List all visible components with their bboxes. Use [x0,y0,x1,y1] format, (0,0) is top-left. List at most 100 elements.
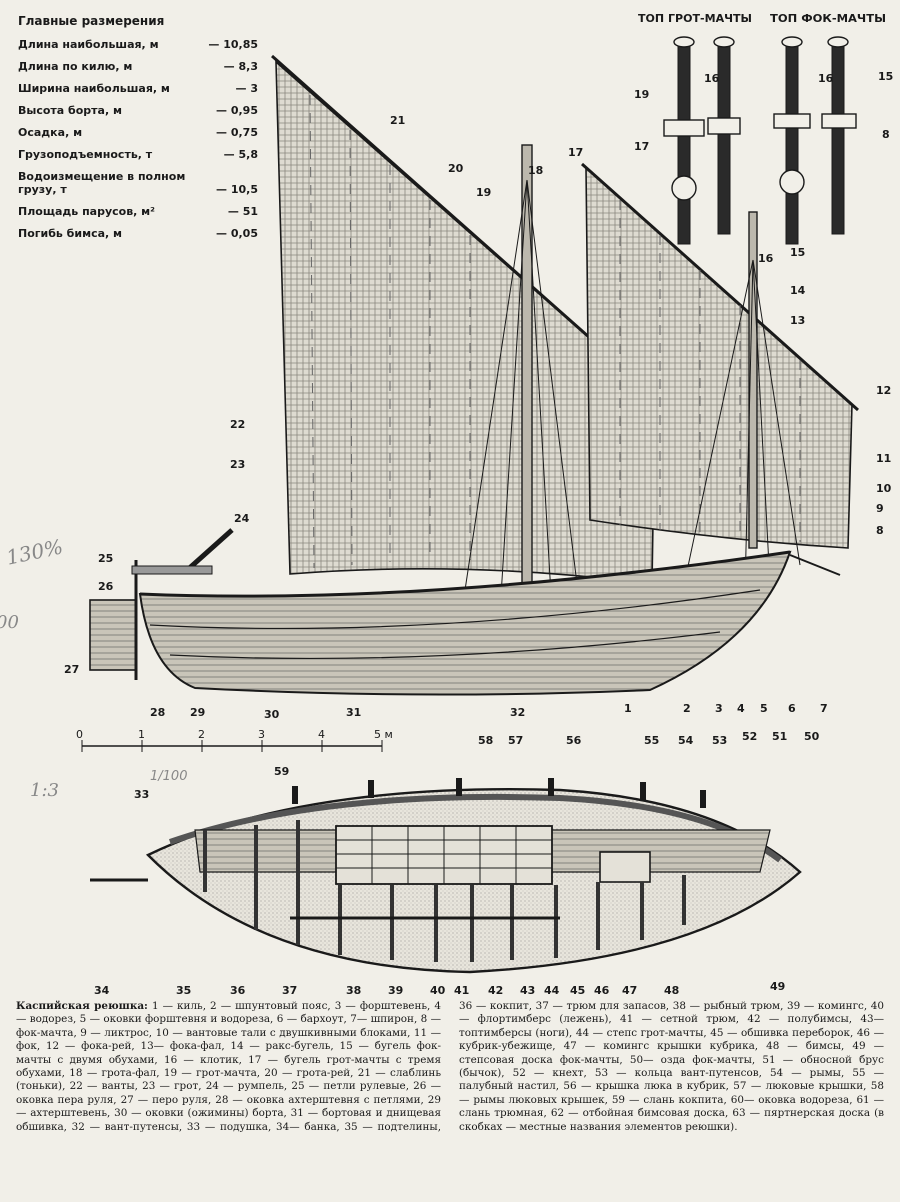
callout-label: 59 [274,765,289,778]
scale-bar: 0 1 2 3 4 5 м 1/100 [76,728,393,784]
callout-label: 23 [230,458,245,471]
dimension-label: Площадь парусов, м² [18,205,155,218]
callout-label: 49 [770,980,785,993]
dimension-value: — 5,8 [223,148,258,161]
callout-label: 46 [594,984,610,997]
dimension-label: Высота борта, м [18,104,122,117]
callout-label: 36 [230,984,246,997]
callout-label: 6 [788,702,796,715]
dimension-row: Осадка, м— 0,75 [18,126,258,139]
callout-label: 24 [234,512,250,525]
handwritten-left: 00 [0,612,19,633]
dimension-row: Ширина наибольшая, м — 3 [18,82,258,95]
callout-label: 52 [742,730,757,743]
callout-label: 18 [528,164,543,177]
scale-tick-2: 2 [198,728,205,741]
scale-tick-5: 5 м [374,728,393,741]
callout-label: 34 [94,984,110,997]
callout-label: 9 [876,502,884,515]
callout-label: 28 [150,706,165,719]
dimension-row: Грузоподъемность, т — 5,8 [18,148,258,161]
callout-label: 40 [430,984,446,997]
dimension-value: — 3 [235,82,258,95]
dimension-row: Водоизмещение в полном грузу, т — 10,5 [18,170,258,196]
callout-label: 47 [622,984,637,997]
scale-tick-4: 4 [318,728,325,741]
hull-side [138,550,792,696]
ship-drawing: 0 1 2 3 4 5 м 1/100 [64,12,893,997]
callout-label: 15 [878,70,893,83]
dimension-row: Длина по килю, м— 8,3 [18,60,258,73]
callout-label: 43 [520,984,535,997]
callout-label: 41 [454,984,469,997]
scale-tick-0: 0 [76,728,83,741]
callout-label: 26 [98,580,114,593]
dimension-row: Площадь парусов, м²— 51 [18,205,258,218]
dimension-row: Высота борта, м— 0,95 [18,104,258,117]
callout-label: 7 [820,702,828,715]
callout-label: 27 [64,663,79,676]
callout-label: 32 [510,706,525,719]
side-view [89,54,859,696]
callout-label: 55 [644,734,659,747]
callout-label: 13 [790,314,805,327]
dimension-row: Длина наибольшая, м— 10,85 [18,38,258,51]
callout-label: 14 [790,284,806,297]
tiller [183,528,234,574]
dimension-row: Погибь бимса, м— 0,05 [18,227,258,240]
scale-note: 1/100 [150,769,187,784]
callout-label: 12 [876,384,891,397]
callout-label: 38 [346,984,361,997]
callout-label: 16 [758,252,774,265]
callout-label: 51 [772,730,787,743]
callout-label: 35 [176,984,191,997]
callout-label: 3 [715,702,723,715]
dimension-label: Водоизмещение в полном грузу, т [18,170,186,196]
callout-label: 31 [346,706,361,719]
callout-label: 39 [388,984,403,997]
callout-label: 22 [230,418,245,431]
mast-head-insets [663,36,857,245]
handwritten-ratio: 1:3 [30,780,59,801]
callout-label: 19 [476,186,491,199]
dimension-label: Грузоподъемность, т [18,148,153,161]
callout-label: 54 [678,734,694,747]
callout-label: 19 [634,88,649,101]
callout-label: 21 [390,114,405,127]
callout-label: 53 [712,734,727,747]
callout-label: 2 [683,702,691,715]
callout-label: 25 [98,552,113,565]
fore-mast [748,211,758,549]
main-dimensions: Главные размерения Длина наибольшая, м— … [18,14,258,249]
dimension-value: — 10,5 [216,183,258,196]
callout-label: 56 [566,734,582,747]
callout-label: 10 [876,482,892,495]
callout-label: 30 [264,708,280,721]
dimension-label: Ширина наибольшая, м [18,82,170,95]
callout-label: 17 [568,146,583,159]
callout-label: 15 [790,246,805,259]
callout-label: 42 [488,984,503,997]
scale-tick-1: 1 [138,728,145,741]
dimensions-title: Главные размерения [18,14,165,28]
plan-view [90,778,802,974]
rudder [89,599,137,671]
callout-label: 58 [478,734,493,747]
callout-label: 57 [508,734,523,747]
callout-label: 50 [804,730,820,743]
dimension-value: — 0,75 [216,126,258,139]
callout-label: 5 [760,702,768,715]
callout-label: 37 [282,984,297,997]
foremast-head-title: ТОП ФОК-МАЧТЫ [770,12,886,25]
parts-legend: Каспийская реюшка: 1 — киль, 2 — шпунтов… [16,1000,884,1196]
callout-label: 16 [818,72,834,85]
callout-label: 16 [704,72,720,85]
callout-label: 45 [570,984,585,997]
legend-title: Каспийская реюшка: [16,1000,148,1012]
dimension-value: — 10,85 [208,38,258,51]
dimension-label: Погибь бимса, м [18,227,123,240]
scale-tick-3: 3 [258,728,265,741]
callout-label: 4 [737,702,745,715]
